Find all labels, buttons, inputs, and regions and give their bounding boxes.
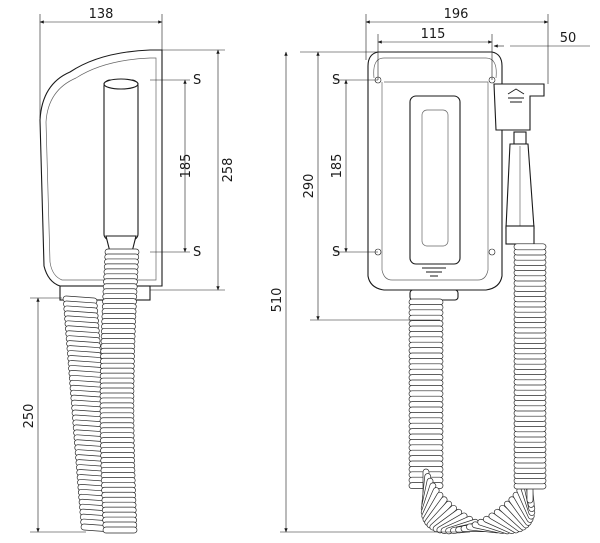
front-holder (493, 83, 545, 131)
dim-side-width: 138 (89, 7, 114, 22)
side-hose-right (99, 248, 140, 534)
side-body-inner-contour (45, 57, 157, 281)
side-view: 138 258 185 S S 250 (22, 7, 236, 534)
front-hose (408, 243, 547, 535)
front-hanging-handle-base (505, 225, 535, 245)
dim-side-height: 258 (221, 158, 236, 183)
screw-label-side-bottom: S (193, 245, 201, 260)
side-body-outline (39, 49, 163, 287)
side-nozzle (103, 79, 139, 241)
side-nozzle-top (103, 78, 139, 90)
front-panel-slot (421, 109, 449, 247)
front-body-inner-contour (381, 81, 489, 281)
front-holder-clip (513, 131, 527, 145)
dim-front-inner: 115 (421, 27, 446, 42)
mount-hole-bottom-right (488, 248, 496, 256)
dim-front-height: 290 (302, 174, 317, 199)
front-holder-icon (507, 88, 525, 103)
dim-total-height: 510 (270, 288, 285, 313)
screw-label-front-bottom: S (332, 245, 340, 260)
front-logo-mark (422, 267, 446, 277)
screw-label-front-top: S (332, 73, 340, 88)
front-panel (409, 95, 461, 265)
front-view: 196 115 50 290 185 S S 510 (270, 7, 590, 535)
hose-rib (102, 526, 138, 534)
front-hose-collar (409, 289, 459, 301)
dim-front-holder: 50 (560, 31, 577, 46)
dim-front-width: 196 (444, 7, 469, 22)
hose-rib (513, 243, 547, 251)
front-body-top-bevel (373, 57, 497, 79)
dim-side-hose: 250 (22, 404, 37, 429)
screw-label-side-top: S (193, 73, 201, 88)
dim-front-spacing: 185 (330, 154, 345, 179)
dim-side-spacing: 185 (179, 154, 194, 179)
